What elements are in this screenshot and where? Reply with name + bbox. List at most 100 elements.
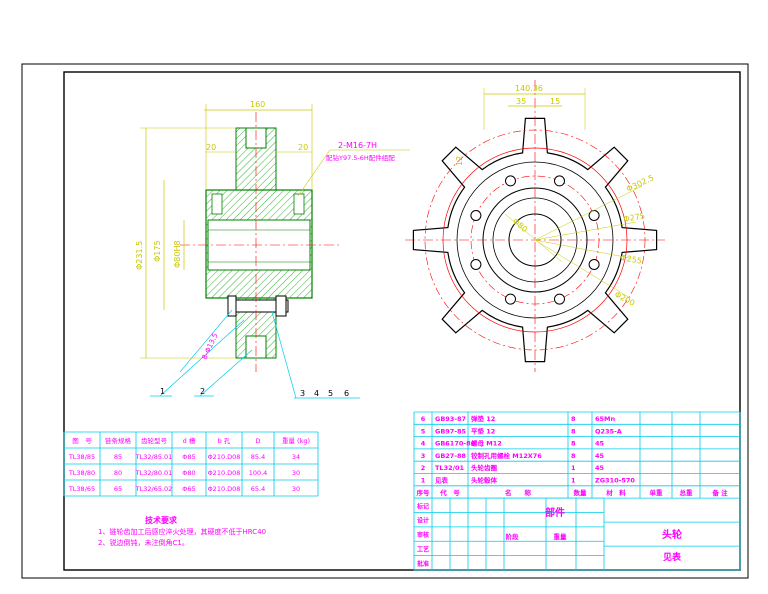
bom-cell: TL32/01 — [435, 464, 465, 472]
bom-cell: 平垫 12 — [471, 426, 495, 435]
dim-right-flange: 20 — [298, 143, 308, 152]
callout-4: 4 — [314, 389, 319, 398]
title-row-label: 工艺 — [417, 545, 429, 553]
spec-cell: Φ210.D08 — [208, 453, 241, 461]
bom-cell: 8 — [571, 440, 576, 448]
title-drawing-name: 头轮 — [662, 528, 682, 541]
spec-cell: Φ65 — [182, 485, 195, 493]
bom-header-cell: 数量 — [574, 488, 588, 497]
title-drawing-number: 见表 — [663, 551, 682, 563]
dim-outer-dia: Φ231.5 — [135, 241, 144, 270]
bom-header-cell: 名 称 — [505, 488, 532, 497]
thread-detail: 配钻Y97.5-6H配件组配 — [326, 153, 395, 162]
dim-pcd-outer: Φ302.5 — [625, 173, 655, 193]
bom-header-cell: 备 注 — [711, 488, 728, 497]
leader-2 — [199, 349, 253, 397]
title-block: 标记设计审核工艺批准部件头轮见表阶段重量 — [413, 497, 741, 571]
tech-title: 技术要求 — [145, 515, 178, 525]
title-weight-label: 重量 — [554, 532, 568, 541]
bom-cell: 头轮毂体 — [471, 476, 498, 485]
dim-slot-a: 35 — [516, 97, 526, 106]
bom-cell: 见表 — [435, 476, 449, 485]
bolt-hole — [470, 259, 482, 270]
bom-cell: 1 — [571, 477, 576, 485]
hole-note: 8-Φ13.5 — [201, 332, 220, 361]
dim-leader-302 — [534, 185, 643, 241]
dim-left-flange: 20 — [206, 143, 216, 152]
bom-header-cell: 材 料 — [605, 488, 626, 497]
spec-cell: 34 — [292, 453, 300, 461]
spec-cell: Φ210.D08 — [208, 469, 241, 477]
dim-center: Φ80 — [511, 217, 529, 234]
bolt-hole — [505, 175, 516, 187]
inner-frame — [63, 71, 741, 571]
thread-note: 2-M16-7H — [338, 141, 377, 150]
callout-5: 5 — [328, 389, 333, 398]
bom-header-cell: 代 号 — [439, 488, 460, 497]
bom-cell: 1 — [571, 464, 576, 472]
bom-header-cell: 单重 — [650, 488, 664, 497]
title-row-label: 批准 — [417, 560, 429, 568]
bom-cell: 头轮齿圈 — [471, 463, 498, 472]
bom-cell: 45 — [595, 464, 605, 472]
bolt-hole-left — [211, 193, 223, 215]
bolt-hole — [554, 175, 565, 187]
spec-cell: TL32/85.01 — [135, 453, 173, 461]
bom-header-cell: 总重 — [680, 488, 694, 497]
spec-cell: Φ85 — [182, 453, 195, 461]
title-stage-label: 阶段 — [506, 532, 520, 541]
bolt-hole-right — [293, 193, 305, 215]
bom-cell: 弹垫 12 — [471, 414, 495, 423]
bom-cell: 65Mn — [595, 415, 616, 423]
bom-cell: 3 — [421, 452, 426, 460]
bolt-hole — [505, 293, 516, 305]
bolt-hole — [588, 210, 600, 221]
spec-cell: 85 — [114, 453, 122, 461]
dim-slot-b: 15 — [550, 97, 560, 106]
spec-cell: 65.4 — [251, 485, 265, 493]
bom-cell: 8 — [571, 452, 576, 460]
bom-header-cell: 序号 — [416, 488, 431, 497]
spec-cell: 30 — [292, 485, 300, 493]
title-row-label: 设计 — [417, 517, 429, 525]
spec-header-cell: 齿轮型号 — [141, 436, 168, 445]
dim-leader-200 — [534, 239, 631, 299]
spec-cell: Φ210.D08 — [208, 485, 241, 493]
bom-cell: 螺母 M12 — [471, 439, 502, 448]
bom-cell: ZG310-570 — [595, 477, 635, 485]
callout-6: 6 — [344, 389, 349, 398]
bom-cell: 6 — [421, 415, 426, 423]
spec-header-cell: 图 号 — [72, 437, 92, 445]
bom-cell: 4 — [421, 440, 426, 448]
spec-cell: TL38/85 — [68, 453, 95, 461]
dim-leader-center — [504, 213, 563, 263]
callout-2: 2 — [200, 387, 205, 396]
spec-cell: TL32/80.01 — [135, 469, 173, 477]
leader-hole — [179, 309, 233, 373]
section-view — [140, 104, 410, 399]
bom-cell: 45 — [595, 452, 605, 460]
callout-1: 1 — [160, 387, 165, 396]
bom-cell: GB6170-86 — [435, 440, 476, 448]
bolt-hole — [470, 210, 482, 221]
dim-root-dia: Φ175 — [153, 240, 162, 262]
bom-cell: 8 — [571, 427, 576, 435]
bom-cell: 1 — [421, 477, 426, 485]
bom-cell: GB27-88 — [435, 452, 467, 460]
bolt-nut — [275, 295, 287, 317]
spec-header-cell: 重量 (kg) — [282, 437, 310, 445]
spec-cell: 100.4 — [249, 469, 268, 477]
bolt-head — [227, 295, 237, 317]
leader-thread — [297, 149, 331, 197]
bom-cell: 8 — [571, 415, 576, 423]
spec-header-cell: b 孔 — [218, 437, 231, 445]
dim-chord: 140.36 — [515, 84, 543, 93]
dim-leader-275 — [534, 221, 637, 241]
spec-cell: TL38/80 — [68, 469, 95, 477]
bolt-hole — [554, 293, 565, 305]
spec-cell: 80 — [114, 469, 122, 477]
spec-header-cell: 链条规格 — [105, 436, 132, 445]
sprocket-outline — [412, 117, 658, 363]
